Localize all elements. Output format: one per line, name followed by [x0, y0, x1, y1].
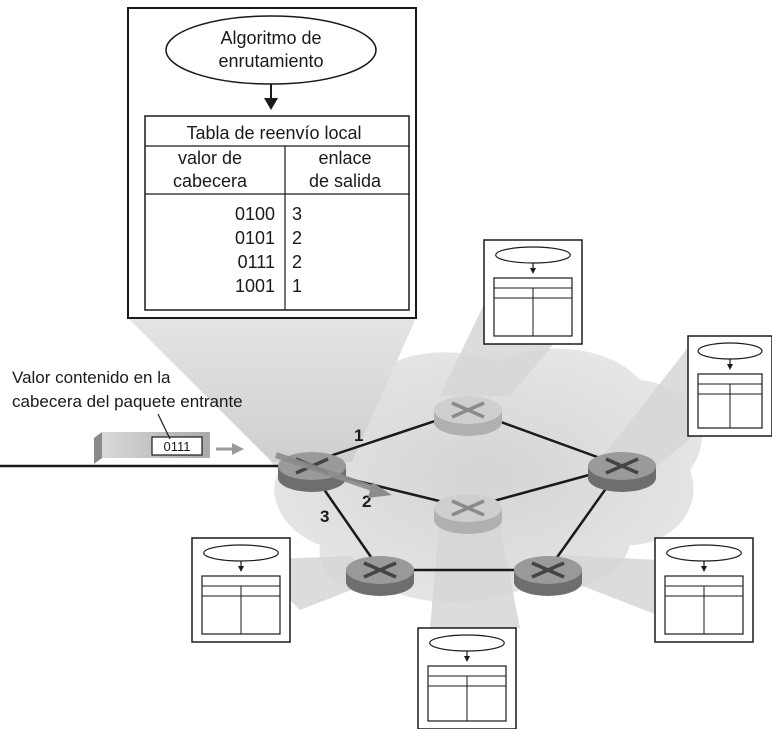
forwarding-table [144, 115, 410, 311]
beam-bottom-mid [430, 515, 520, 628]
beam-right [600, 345, 700, 472]
table-row-1-header: 0101 [235, 228, 275, 248]
packet-motion-arrowhead [232, 443, 244, 455]
table-row-0-link: 3 [292, 204, 302, 224]
network-cloud [267, 348, 702, 603]
routing-algorithm-line-1: Algoritmo de [220, 28, 321, 48]
mini-tables [191, 239, 772, 729]
router-bottom-right [514, 556, 582, 596]
table-row-1-link: 2 [292, 228, 302, 248]
table-row-0-header: 0100 [235, 204, 275, 224]
beam-main [128, 318, 416, 462]
link-label-1: 1 [354, 426, 363, 445]
table-row-3-link: 1 [292, 276, 302, 296]
main-forwarding-panel: Algoritmo de enrutamiento Tabla de reenv… [127, 7, 417, 319]
router-bottom-left [346, 556, 414, 596]
packet-caption-line-2: cabecera del paquete entrante [12, 392, 243, 411]
router-top [434, 396, 502, 436]
mini-table-bottom-left [191, 537, 291, 643]
caption-pointer [157, 413, 171, 440]
packet-header-box [151, 436, 203, 456]
router-middle [434, 494, 502, 534]
table-row-2-header: 0111 [238, 252, 275, 272]
column-header-value-line-1: valor de [178, 148, 242, 168]
column-header-value-line-2: cabecera [173, 171, 248, 191]
column-header-link-line-1: enlace [318, 148, 371, 168]
forwarding-table-title: Tabla de reenvío local [186, 123, 361, 143]
mini-table-bottom-right [654, 537, 754, 643]
table-row-2-link: 2 [292, 252, 302, 272]
routing-algorithm-line-2: enrutamiento [218, 51, 323, 71]
mini-table-right [687, 335, 772, 437]
mini-table-bottom [417, 627, 517, 729]
packet-header-value: 0111 [164, 439, 191, 454]
algorithm-to-table-arrowhead [264, 98, 278, 110]
forwarding-arrow [275, 452, 379, 493]
table-row-3-header: 1001 [235, 276, 275, 296]
routing-algorithm-ellipse [165, 15, 377, 85]
link-label-2: 2 [362, 492, 371, 511]
link-label-3: 3 [320, 507, 329, 526]
forwarding-arrowhead [368, 482, 392, 498]
mini-table-top [483, 239, 583, 345]
beam-bottom-right [560, 555, 670, 620]
packet-caption-line-1: Valor contenido en la [12, 368, 171, 387]
router-right [588, 452, 656, 492]
column-header-link-line-2: de salida [309, 171, 382, 191]
incoming-packet: 0111 [94, 432, 210, 464]
